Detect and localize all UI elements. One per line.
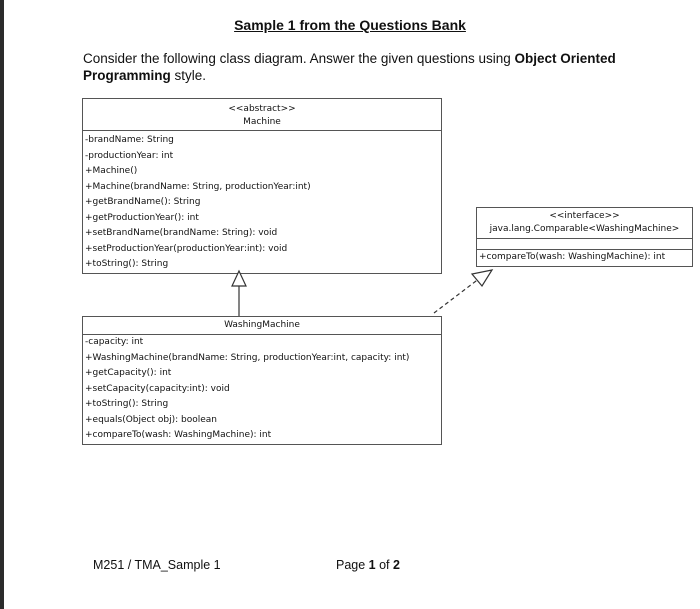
intro-text-2: style.	[170, 68, 207, 83]
machine-class-name: Machine	[243, 117, 281, 127]
intro-bold-text: Object Oriented Programming	[83, 51, 616, 83]
footer-page-number: Page 1 of 2	[336, 558, 400, 572]
interface-methods: +compareTo(wash: WashingMachine): int	[477, 250, 692, 266]
page-title: Sample 1 from the Questions Bank	[234, 17, 466, 33]
machine-method: +toString(): String	[85, 259, 169, 269]
washing-machine-members: -capacity: int +WashingMachine(brandName…	[83, 335, 441, 444]
washing-machine-method: +toString(): String	[85, 399, 169, 409]
left-page-edge	[0, 0, 4, 609]
washing-machine-class-box: WashingMachine -capacity: int +WashingMa…	[82, 316, 442, 445]
footer-course: M251 / TMA_Sample 1	[93, 558, 221, 572]
washing-machine-method: +WashingMachine(brandName: String, produ…	[85, 352, 410, 363]
machine-method: +setBrandName(brandName: String): void	[85, 228, 278, 238]
machine-method: +getBrandName(): String	[85, 197, 201, 207]
washing-machine-attribute: -capacity: int	[85, 337, 144, 347]
washing-machine-method: +setCapacity(capacity:int): void	[85, 383, 230, 394]
machine-method: +setProductionYear(productionYear:int): …	[85, 243, 288, 254]
page-of: of	[375, 558, 393, 572]
intro-paragraph: Consider the following class diagram. An…	[83, 50, 663, 84]
machine-attributes: -brandName: String -productionYear: int …	[83, 131, 441, 273]
washing-machine-method: +compareTo(wash: WashingMachine): int	[85, 430, 272, 440]
machine-stereotype: <<abstract>>	[228, 104, 296, 114]
inheritance-arrow	[231, 269, 247, 316]
interface-header: <<interface>> java.lang.Comparable<Washi…	[477, 208, 692, 239]
interface-attributes-empty	[477, 239, 692, 250]
machine-attribute: -brandName: String	[85, 135, 174, 145]
machine-method: +getProductionYear(): int	[85, 212, 199, 223]
realization-arrow	[433, 269, 494, 314]
comparable-interface-box: <<interface>> java.lang.Comparable<Washi…	[476, 207, 693, 267]
machine-class-box: <<abstract>> Machine -brandName: String …	[82, 98, 442, 274]
washing-machine-class-name: WashingMachine	[83, 317, 441, 335]
page-total: 2	[393, 558, 400, 572]
machine-attribute: -productionYear: int	[85, 150, 174, 161]
intro-text-1: Consider the following class diagram. An…	[83, 51, 515, 66]
interface-name: java.lang.Comparable<WashingMachine>	[489, 224, 680, 234]
page-current: 1	[368, 558, 376, 572]
washing-machine-method: +getCapacity(): int	[85, 368, 172, 378]
machine-class-header: <<abstract>> Machine	[83, 99, 441, 131]
interface-stereotype: <<interface>>	[549, 211, 620, 221]
interface-method: +compareTo(wash: WashingMachine): int	[479, 252, 666, 262]
machine-method: +Machine(brandName: String, productionYe…	[85, 181, 311, 192]
washing-machine-method: +equals(Object obj): boolean	[85, 414, 217, 425]
machine-method: +Machine()	[85, 166, 138, 176]
page-prefix: Page	[336, 558, 369, 572]
